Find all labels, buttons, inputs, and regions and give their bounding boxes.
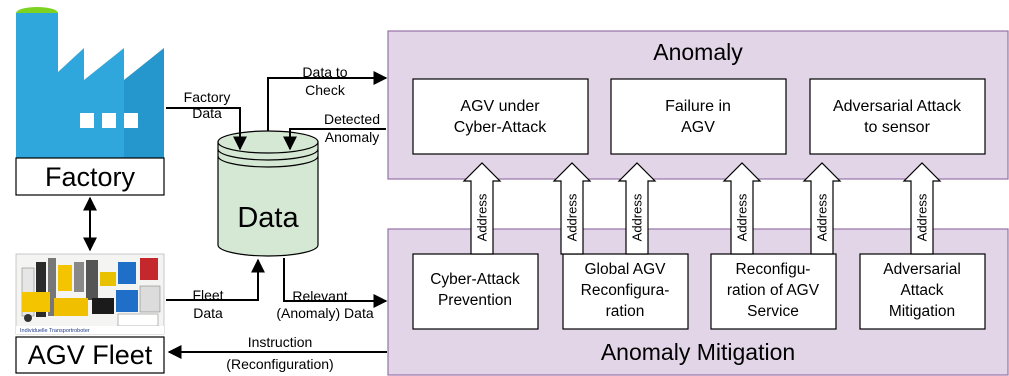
mitigation-box-1-line2: Prevention bbox=[438, 292, 512, 309]
address-arrow-label: Address bbox=[565, 193, 580, 241]
anomaly-box-failure-line2: AGV bbox=[681, 119, 715, 136]
factory-data-label-2: Data bbox=[192, 105, 222, 121]
anomaly-box-adversarial: Adversarial Attack to sensor bbox=[809, 78, 986, 155]
agv-fleet-label-box bbox=[15, 336, 165, 374]
fleet-data-label-2: Data bbox=[193, 305, 223, 321]
mitigation-box-3-line3: Service bbox=[747, 303, 799, 320]
mitigation-box-service-reconfiguration: Reconfigu- ration of AGV Service bbox=[710, 253, 837, 330]
data-to-check-arrow bbox=[267, 71, 388, 131]
relevant-data-arrow bbox=[283, 258, 388, 308]
address-arrow-label: Address bbox=[735, 193, 750, 241]
detected-anomaly-arrow bbox=[283, 128, 386, 151]
mitigation-box-1-line1: Cyber-Attack bbox=[430, 271, 520, 288]
data-to-check-label-1: Data to bbox=[302, 64, 347, 80]
agv-fleet-label: AGV Fleet bbox=[28, 340, 153, 370]
relevant-data-label-2: (Anomaly) Data bbox=[276, 305, 373, 321]
address-arrows: Address Address Address Address Address Addre… bbox=[462, 162, 942, 255]
address-arrow: Address bbox=[552, 162, 592, 255]
mitigation-box-cyber-attack-prevention: Cyber-Attack Prevention bbox=[412, 253, 539, 330]
address-arrow-label: Address bbox=[630, 193, 645, 241]
fleet-data-arrow bbox=[166, 258, 265, 301]
factory-label: Factory bbox=[45, 162, 136, 192]
mitigation-box-4-line3: Mitigation bbox=[889, 303, 955, 320]
mitigation-box-adversarial-mitigation: Adversarial Attack Mitigation bbox=[859, 253, 986, 330]
data-store-cylinder bbox=[217, 130, 319, 257]
factory-data-arrow bbox=[166, 107, 247, 151]
mitigation-panel-title: Anomaly Mitigation bbox=[601, 339, 795, 365]
address-arrow-label: Address bbox=[475, 193, 490, 241]
address-arrow: Address bbox=[802, 162, 842, 255]
anomaly-box-cyber-attack: AGV under Cyber-Attack bbox=[412, 78, 589, 155]
anomaly-box-adversarial-line1: Adversarial Attack bbox=[833, 98, 962, 115]
agv-fleet-photo-caption: Individuelle Transportroboter bbox=[20, 328, 90, 334]
mitigation-box-2-line2: Reconfigura- bbox=[581, 282, 670, 299]
mitigation-box-3-line2: ration of AGV bbox=[727, 282, 820, 299]
data-store-label: Data bbox=[237, 202, 299, 234]
instruction-label-2: (Reconfiguration) bbox=[226, 356, 333, 372]
anomaly-box-failure-line1: Failure in bbox=[665, 98, 731, 115]
factory-icon bbox=[16, 7, 164, 158]
address-arrow-label: Address bbox=[815, 193, 830, 241]
factory-data-label-1: Factory bbox=[184, 89, 231, 105]
address-arrow: Address bbox=[617, 162, 657, 255]
mitigation-box-4-line2: Attack bbox=[900, 282, 943, 299]
factory-label-box bbox=[15, 157, 165, 196]
anomaly-panel-title: Anomaly bbox=[653, 39, 743, 65]
data-to-check-label-2: Check bbox=[305, 82, 346, 98]
address-arrow: Address bbox=[722, 162, 762, 255]
detected-anomaly-label-1: Detected bbox=[324, 111, 380, 127]
agv-fleet-image: Individuelle Transportroboter bbox=[15, 253, 165, 335]
mitigation-box-3-line1: Reconfigu- bbox=[736, 261, 811, 278]
address-arrow-label: Address bbox=[915, 193, 930, 241]
fleet-data-label-1: Fleet bbox=[192, 287, 223, 303]
mitigation-box-global-reconfiguration: Global AGV Reconfigura- ration bbox=[562, 253, 689, 330]
relevant-data-label-1: Relevant bbox=[292, 288, 347, 304]
anomaly-box-failure: Failure in AGV bbox=[610, 78, 787, 155]
mitigation-box-2-line3: ration bbox=[606, 303, 645, 320]
anomaly-box-cyber-attack-line1: AGV under bbox=[460, 98, 540, 115]
anomaly-box-adversarial-line2: to sensor bbox=[864, 119, 930, 136]
anomaly-box-cyber-attack-line2: Cyber-Attack bbox=[454, 119, 547, 136]
address-arrow: Address bbox=[462, 162, 502, 255]
address-arrow: Address bbox=[902, 162, 942, 255]
mitigation-box-4-line1: Adversarial bbox=[883, 261, 961, 278]
detected-anomaly-label-2: Anomaly bbox=[325, 129, 379, 145]
instruction-label-1: Instruction bbox=[248, 334, 313, 350]
mitigation-box-2-line1: Global AGV bbox=[585, 261, 667, 278]
